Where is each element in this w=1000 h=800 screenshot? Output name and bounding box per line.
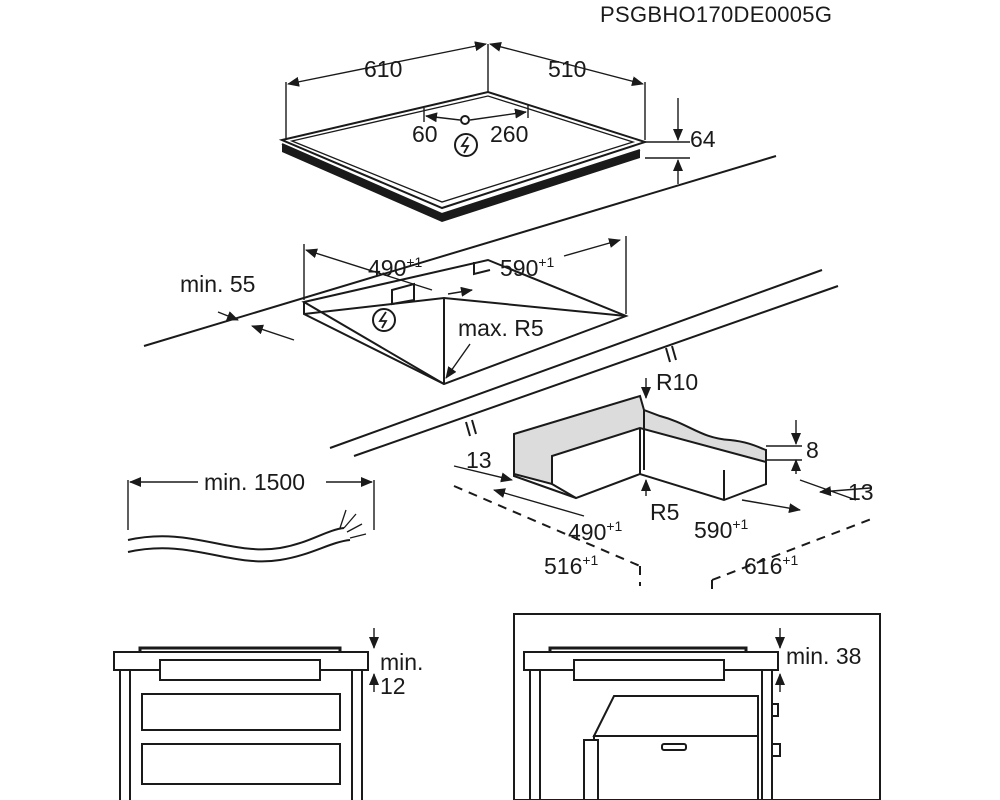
outer-depth-label: 616+1 xyxy=(744,552,799,579)
connection-right-label: 260 xyxy=(490,121,528,147)
corner-radius-label: max. R5 xyxy=(458,315,544,341)
frame-detail-drawing xyxy=(453,378,875,590)
drawer-installation-drawing xyxy=(113,628,379,800)
cutout-electric-icon xyxy=(372,308,396,332)
hob-drawing xyxy=(278,41,690,222)
worktop-cutout-drawing xyxy=(143,155,839,457)
oven-installation-drawing xyxy=(513,613,881,800)
inner-radius-label: R5 xyxy=(650,499,679,525)
outer-width-label: 516+1 xyxy=(544,552,599,579)
oven-min-label: min. 38 xyxy=(786,643,861,669)
cable-drawing xyxy=(127,477,375,563)
hob-height-label: 64 xyxy=(690,126,716,152)
margin-right-label: 13 xyxy=(848,479,874,505)
hob-depth-label: 510 xyxy=(548,56,586,82)
cable-length-label: min. 1500 xyxy=(204,469,305,495)
reference-code: PSGBHO170DE0005G xyxy=(600,2,832,27)
outer-radius-label: R10 xyxy=(656,369,698,395)
electric-connection-icon xyxy=(454,133,478,157)
cutout-width-label: 490+1 xyxy=(368,254,423,281)
hob-width-label: 610 xyxy=(364,56,402,82)
connection-left-label: 60 xyxy=(412,121,438,147)
drawer-min-label: min. xyxy=(380,649,423,675)
cutout-depth-label: 590+1 xyxy=(500,254,555,281)
inner-depth-label: 590+1 xyxy=(694,516,749,543)
margin-left-label: 13 xyxy=(466,447,492,473)
depth-step-label: 8 xyxy=(806,437,819,463)
drawer-min-value: 12 xyxy=(380,673,406,699)
min-front-edge-label: min. 55 xyxy=(180,271,255,297)
inner-width-label: 490+1 xyxy=(568,518,623,545)
